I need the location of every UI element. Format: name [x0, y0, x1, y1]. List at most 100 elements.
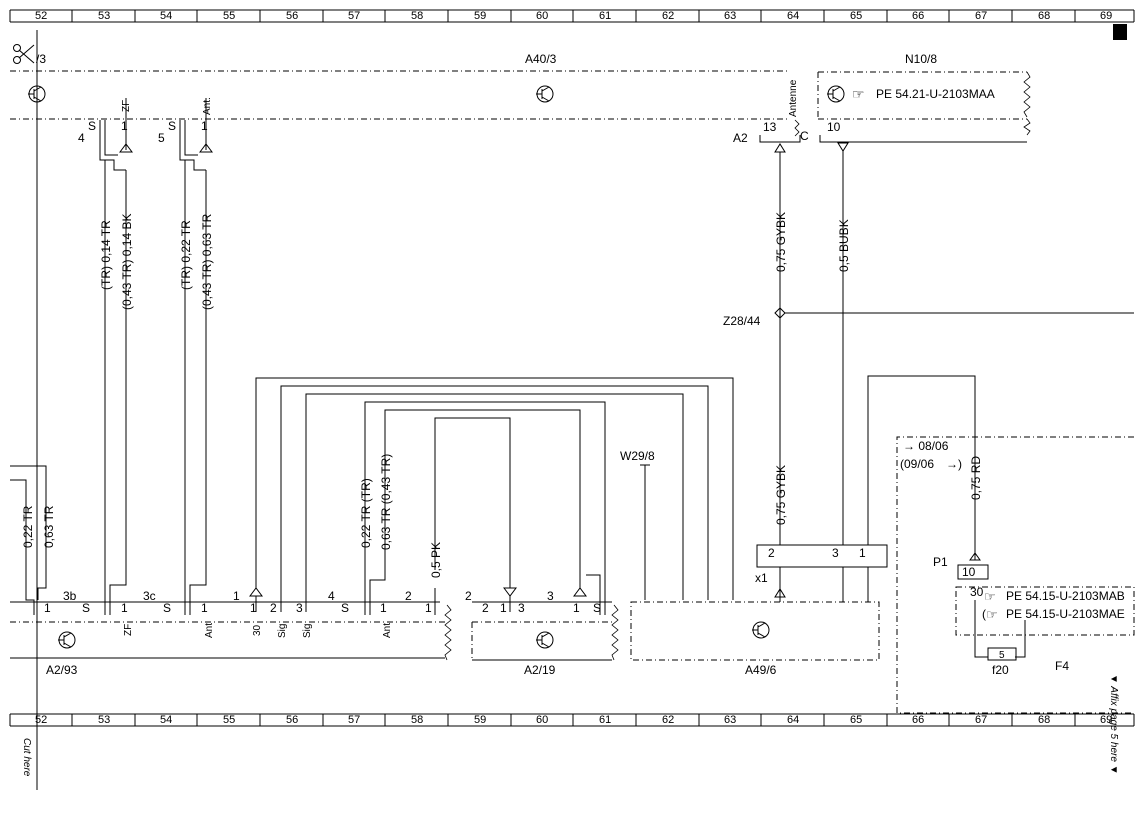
z28-44-label: Z28/44: [723, 314, 761, 328]
pin-1: 1: [500, 601, 507, 615]
x1-connector: 2 3 1 x1: [755, 544, 888, 602]
wire-label-bubk: 0,5 BUBK: [837, 219, 851, 272]
transistor-icon: [536, 631, 554, 649]
f4-ref-1: PE 54.15-U-2103MAB: [1006, 589, 1125, 603]
pin-1: 1: [859, 546, 866, 560]
bottom-ruler-num-56: 56: [286, 714, 298, 726]
pin-ant-label: Ant: [204, 623, 215, 638]
wire-label-1a: (TR) 0,14 TR: [99, 220, 113, 290]
antenne-label: Antenne: [788, 79, 799, 117]
pin-s: S: [593, 601, 601, 615]
transistor-icon: [752, 621, 770, 639]
pin-1: 1: [44, 601, 51, 615]
page-ref: /3: [36, 52, 46, 66]
f4-ref-2: PE 54.15-U-2103MAE: [1006, 607, 1125, 621]
bottom-ruler: 52 53 54 55 56 57 58 59 60 61 62 63 64 6…: [9, 713, 1135, 727]
ruler-num-60: 60: [536, 10, 548, 22]
wire-label-gybk-bottom: 0,75 GYBK: [774, 465, 788, 525]
bottom-ruler-num-61: 61: [599, 714, 611, 726]
bottom-ruler-num-62: 62: [662, 714, 674, 726]
date-to-label: (09/06: [900, 457, 934, 471]
a2-93-label: A2/93: [46, 663, 78, 677]
transistor-icon: [28, 85, 46, 103]
z28-44-splice: Z28/44: [723, 307, 1134, 328]
pin-3: 3: [296, 601, 303, 615]
w29-8-label: W29/8: [620, 449, 655, 463]
ruler-num-57: 57: [348, 10, 360, 22]
bottom-ruler-num-68: 68: [1038, 714, 1050, 726]
f20-label: f20: [992, 663, 1009, 677]
ruler-num-58: 58: [411, 10, 423, 22]
ruler-num-52: 52: [35, 10, 47, 22]
n10-8-label: N10/8: [905, 52, 937, 66]
bottom-ruler-num-67: 67: [975, 714, 987, 726]
connector-5: 5 S 1 Ant.: [158, 97, 213, 590]
pin-ant-label: Ant.: [202, 97, 213, 115]
ruler-num-59: 59: [474, 10, 486, 22]
hand-ref-icon: ☞: [984, 589, 996, 604]
pin-ant-label: Ant: [382, 623, 393, 638]
ruler-num-55: 55: [223, 10, 235, 22]
a49-6-label: A49/6: [745, 663, 777, 677]
f4-label: F4: [1055, 659, 1069, 673]
top-ruler: 52 53 54 55 56 57 58 59 60 61 62 63 64 6…: [9, 9, 1135, 40]
a49-6-module: A49/6: [630, 601, 880, 677]
ruler-num-62: 62: [662, 10, 674, 22]
connector-4-number: 4: [78, 131, 85, 145]
pin-1: 1: [121, 119, 128, 133]
connector-3b: 3b: [63, 589, 77, 603]
wire-label-gybk-top: 0,75 GYBK: [774, 212, 788, 272]
pin-2: 2: [482, 601, 489, 615]
hand-ref-icon: ☞: [986, 607, 998, 622]
bottom-ruler-num-63: 63: [724, 714, 736, 726]
connector-3c: 3c: [143, 589, 156, 603]
cut-here-label: Cut here: [21, 738, 32, 777]
n10-8-ref: PE 54.21-U-2103MAA: [876, 87, 995, 101]
pin-3: 3: [832, 546, 839, 560]
x1-label: x1: [755, 571, 768, 585]
a2-19-module: A2/19 2 2 1 3 3 1 S: [465, 560, 619, 677]
pin-1: 1: [121, 601, 128, 615]
a2-label: A2: [733, 131, 748, 145]
pin-s: S: [88, 119, 96, 133]
paren-open: (: [982, 607, 986, 621]
pin-1: 1: [250, 601, 257, 615]
pin-s: S: [82, 601, 90, 615]
wire-label-pk: 0,5 PK: [429, 542, 443, 578]
bottom-ruler-num-64: 64: [787, 714, 799, 726]
pin-2: 2: [270, 601, 277, 615]
pin-c: C: [800, 129, 809, 143]
pin-2: 2: [768, 546, 775, 560]
date-arrow-label: →): [946, 457, 962, 471]
ruler-num-69: 69: [1100, 10, 1112, 22]
wire-label-mid-b: 0,63 TR (0,43 TR): [379, 454, 393, 550]
bottom-ruler-num-52: 52: [35, 714, 47, 726]
pin-30-label: 30: [252, 624, 263, 636]
pin-1: 1: [425, 601, 432, 615]
a2-93-module: A2/93 3b 1 3c S 1 ZF S 1 Ant 1 1 2 3 30 …: [10, 560, 452, 677]
f4-fuse-box: → 08/06 (09/06 →) P1 10 30 ☞ PE 54.15-U-…: [896, 436, 1135, 714]
pin-3: 3: [547, 589, 554, 603]
pin-2: 2: [405, 589, 412, 603]
w29-8-ground: W29/8: [620, 449, 655, 600]
pin-1: 1: [201, 601, 208, 615]
ruler-num-67: 67: [975, 10, 987, 22]
pin-sig-label: Sig: [302, 624, 313, 638]
bottom-ruler-num-55: 55: [223, 714, 235, 726]
scissors-icon: [13, 44, 35, 64]
hand-ref-icon: ☞: [852, 86, 865, 102]
ruler-num-64: 64: [787, 10, 799, 22]
ruler-num-65: 65: [850, 10, 862, 22]
pin-zf-label: ZF: [123, 624, 134, 636]
pin-1: 1: [201, 119, 208, 133]
pin-10: 10: [827, 120, 841, 134]
transistor-icon: [536, 85, 554, 103]
bottom-ruler-num-57: 57: [348, 714, 360, 726]
date-from-label: → 08/06: [903, 439, 949, 453]
pin-1: 1: [573, 601, 580, 615]
connector-4: 4 S 1 ZF: [78, 98, 133, 590]
ruler-num-61: 61: [599, 10, 611, 22]
wire-label-left-b: 0,63 TR: [42, 505, 56, 548]
connector-5-number: 5: [158, 131, 165, 145]
